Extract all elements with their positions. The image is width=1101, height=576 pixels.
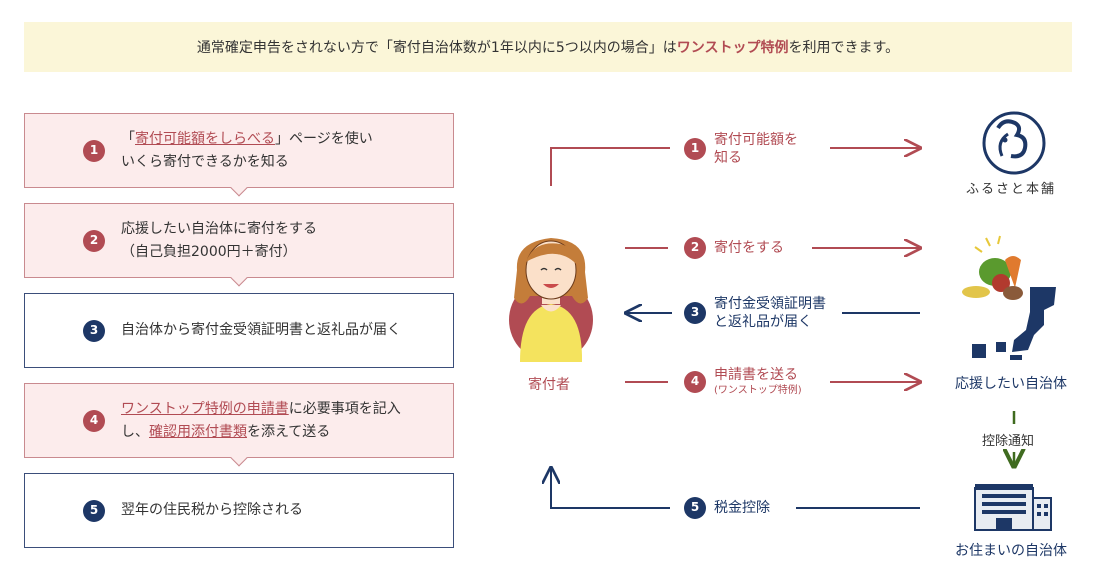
deduction-notice-label: 控除通知 [980,430,1037,449]
flow-2-badge: 2 [684,237,706,259]
info-banner: 通常確定申告をされない方で「寄付自治体数が1年以内に5つ以内の場合」は ワンスト… [24,22,1072,72]
flow-1-badge: 1 [684,138,706,161]
step-5-badge: 5 [83,499,105,522]
step-4-link-docs[interactable]: 確認用添付書類 [149,423,247,440]
step-2-text-line2: （自己負担2000円＋寄付） [121,243,297,260]
banner-highlight: ワンストップ特例 [676,40,789,56]
target-municipality-label: 応援したい自治体 [955,376,1067,392]
step-3-text: 自治体から寄付金受領証明書と返礼品が届く [121,322,401,339]
flow-4-subtext: (ワンストップ特例) [714,385,802,397]
banner-text-post: を利用できます。 [788,40,900,56]
home-municipality-label: お住まいの自治体 [955,543,1067,559]
flow-4-badge: 4 [684,370,706,393]
step-1-text-line2: いくら寄付できるかを知る [121,153,289,170]
step-4-link-form[interactable]: ワンストップ特例の申請書 [121,401,289,418]
step-1-box: 1 「寄付可能額をしらべる」ページを使い いくら寄付できるかを知る [24,113,454,197]
flow-1-text-line2: 知る [714,150,742,167]
flow-3-text-line1: 寄付金受領証明書 [714,296,826,312]
flow-3-text-line2: と返礼品が届く [714,314,812,331]
flow-1-label: 1 寄付可能額を知る [684,131,798,167]
donor-label: 寄付者 [528,377,570,393]
step-3-box: 3 自治体から寄付金受領証明書と返礼品が届く [24,293,454,368]
municipality-produce-icon [962,235,1023,300]
step-4-box: 4 ワンストップ特例の申請書に必要事項を記入 し、確認用添付書類を添えて送る [24,383,454,467]
step-1-badge: 1 [83,139,105,162]
flow-2-label: 2 寄付をする [684,237,784,259]
flow-4-label: 4 申請書を送る (ワンストップ特例) [684,366,802,397]
flow-2-text: 寄付をする [714,239,784,256]
flow-4-text: 申請書を送る [714,367,798,383]
furusato-logo-icon [982,111,1046,175]
step-4-text-line2: を添えて送る [247,423,331,440]
step-1-text: 」ページを使い [275,131,373,148]
flow-5-badge: 5 [684,497,706,519]
step-4-badge: 4 [83,409,105,432]
step-1-quote-open: 「 [121,131,135,148]
step-2-badge: 2 [83,229,105,252]
step-2-box: 2 応援したい自治体に寄付をする （自己負担2000円＋寄付） [24,203,454,287]
step-3-badge: 3 [83,319,105,342]
flow-5-arrow [551,468,670,509]
step-4-text-pre: し、 [121,423,149,440]
step-2-text: 応援したい自治体に寄付をする [121,221,317,238]
banner-text-pre: 通常確定申告をされない方で「寄付自治体数が1年以内に5つ以内の場合」は [196,40,677,56]
home-municipality-building-icon [974,484,1052,531]
step-5-box: 5 翌年の住民税から控除される [24,473,454,548]
flow-3-badge: 3 [684,302,706,325]
flow-1-line [550,147,670,186]
flow-1-text-line1: 寄付可能額を [714,132,798,148]
furusato-label: ふるさと本舗 [966,182,1057,197]
japan-map-icon [972,287,1056,360]
flow-3-label: 3 寄付金受領証明書と返礼品が届く [684,295,826,331]
flow-5-text: 税金控除 [714,499,770,516]
flow-5-label: 5 税金控除 [684,497,770,519]
step-5-text: 翌年の住民税から控除される [121,502,303,519]
step-1-link[interactable]: 寄付可能額をしらべる [135,131,275,148]
step-4-text: に必要事項を記入 [288,401,401,418]
donor-illustration [509,238,593,362]
